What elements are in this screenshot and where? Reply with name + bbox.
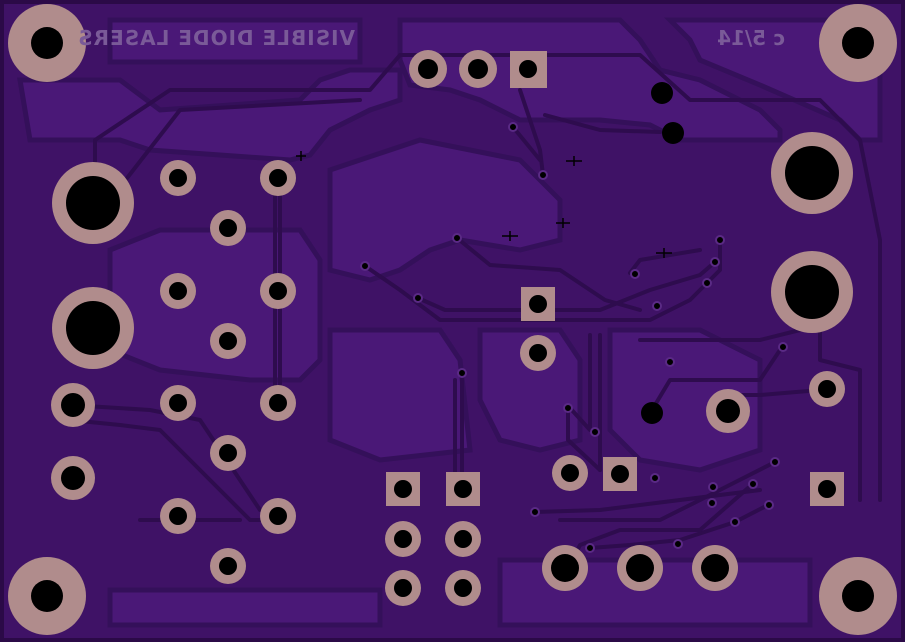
- mounting-hole-drill: [31, 27, 63, 59]
- mounting-hole-drill: [31, 580, 63, 612]
- large-pad-drills: [66, 146, 839, 355]
- silkscreen: VISIBLE DIODE LASERS c 5/14: [77, 26, 785, 50]
- traces: [68, 53, 882, 567]
- board-title: VISIBLE DIODE LASERS: [77, 26, 355, 50]
- mounting-holes: [8, 4, 897, 635]
- mounting-hole-drill: [842, 580, 874, 612]
- square-pads: [386, 51, 844, 506]
- square-pad-drills: [394, 60, 836, 498]
- round-pad-drills: [61, 59, 836, 597]
- vias-large: [641, 82, 684, 424]
- vias: [360, 122, 788, 553]
- mounting-hole-drill: [842, 27, 874, 59]
- board-revision: c 5/14: [717, 26, 785, 50]
- fiducials: [296, 151, 672, 258]
